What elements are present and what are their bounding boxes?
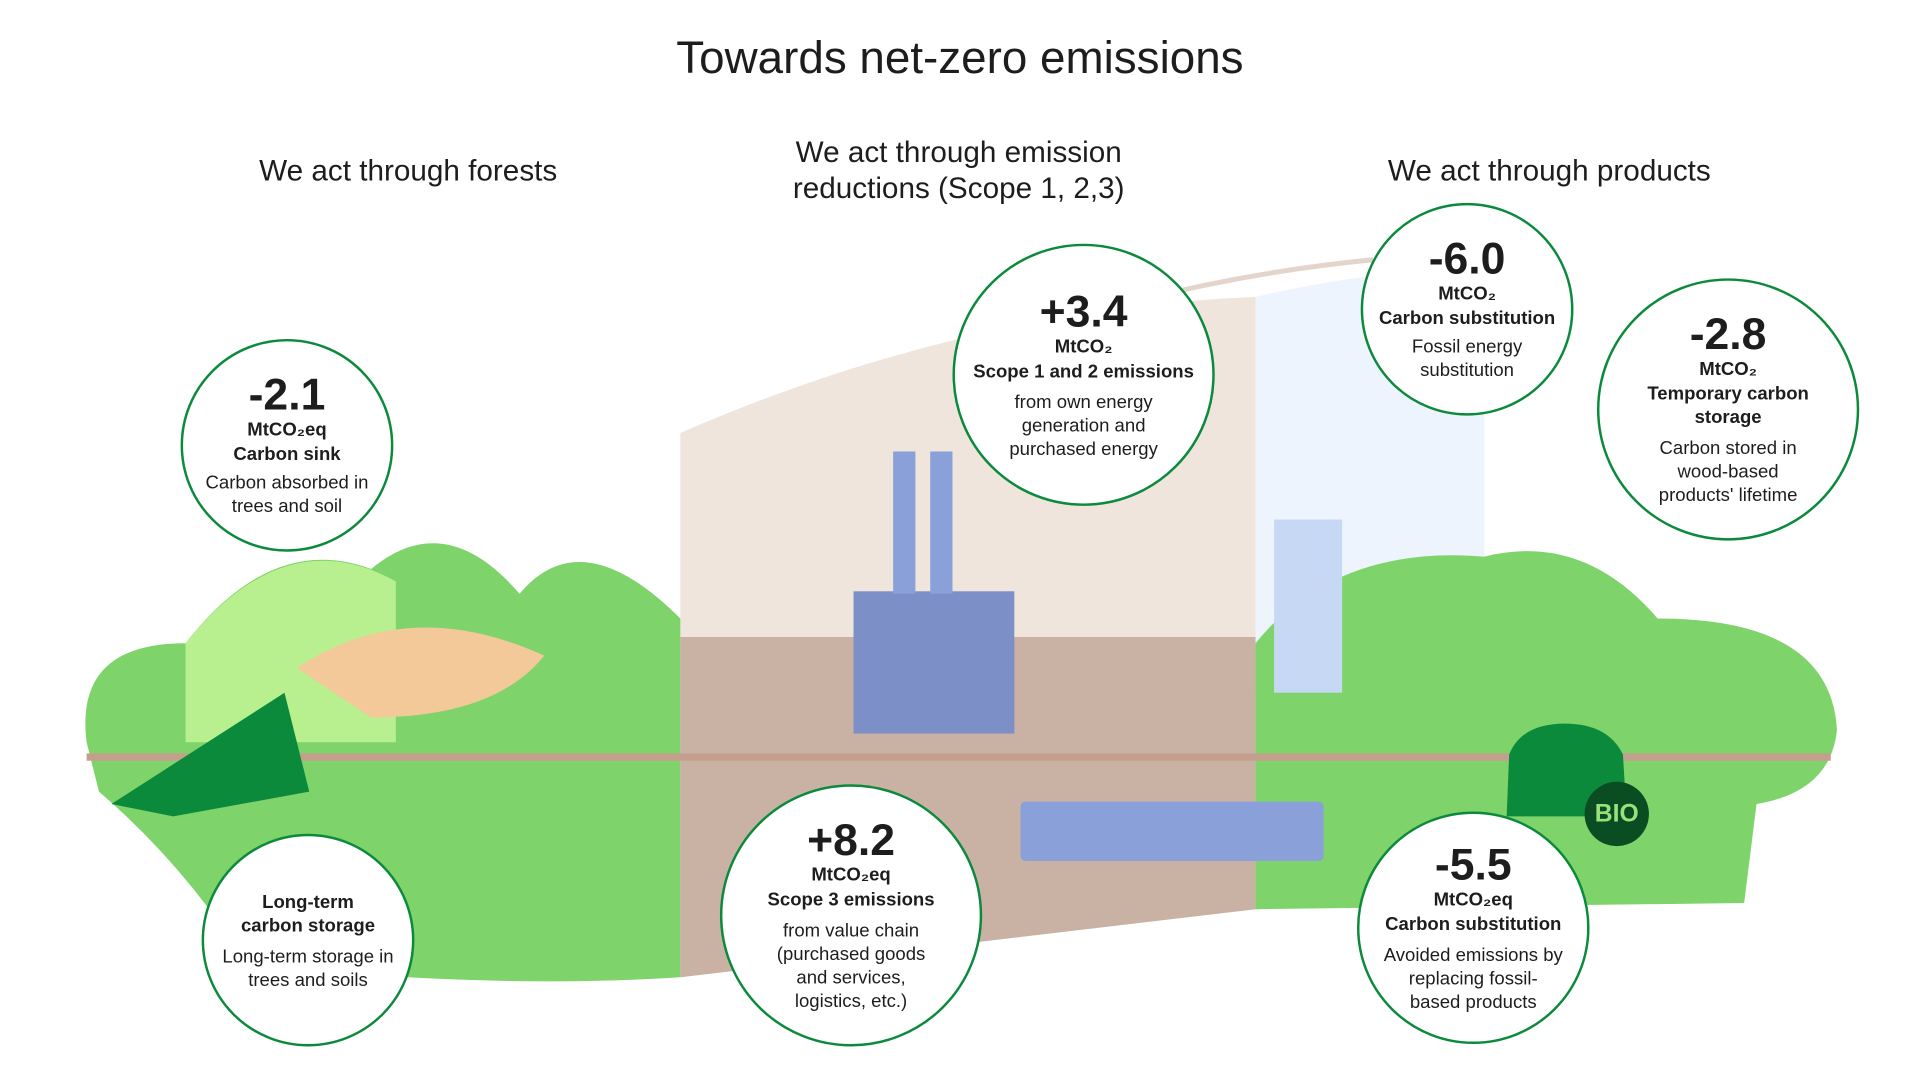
label: Scope 1 and 2 emissions xyxy=(973,360,1194,382)
label: Scope 3 emissions xyxy=(767,889,935,911)
value: -5.5 xyxy=(1434,838,1512,889)
circle-scope-3: +8.2 MtCO₂eq Scope 3 emissions from valu… xyxy=(719,784,983,1047)
value: -2.1 xyxy=(248,368,326,420)
circle-long-term-storage: Long-term carbon storage Long-term stora… xyxy=(201,833,415,1047)
unit: MtCO₂ xyxy=(1438,283,1496,305)
unit: MtCO₂eq xyxy=(811,864,891,886)
description: Long-term storage in trees and soils xyxy=(222,946,394,991)
description: from own energy generation and purchased… xyxy=(1009,391,1158,460)
circle-avoided-emissions: -5.5 MtCO₂eq Carbon substitution Avoided… xyxy=(1356,811,1590,1045)
column-heading-products: We act through products xyxy=(1387,154,1711,189)
truck xyxy=(1020,801,1324,861)
description: Fossil energy substitution xyxy=(1411,336,1523,381)
unit: MtCO₂eq xyxy=(247,419,327,441)
bio-badge: BIO xyxy=(1584,781,1649,847)
circle-fossil-substitution: -6.0 MtCO₂ Carbon substitution Fossil en… xyxy=(1360,202,1574,416)
value: +8.2 xyxy=(807,813,896,865)
label: Carbon substitution xyxy=(1385,913,1562,935)
column-heading-forests: We act through forests xyxy=(259,154,558,189)
unit: MtCO₂ xyxy=(1054,335,1113,357)
column-heading-reductions: We act through emission reductions (Scop… xyxy=(792,136,1125,206)
value: -2.8 xyxy=(1689,308,1767,359)
label: Carbon sink xyxy=(233,444,341,466)
description: from value chain (purchased goods and se… xyxy=(776,920,926,1012)
circle-scope-1-2: +3.4 MtCO₂ Scope 1 and 2 emissions from … xyxy=(952,243,1215,506)
city-building xyxy=(1274,519,1343,693)
unit: MtCO₂ xyxy=(1699,358,1757,380)
sleeve xyxy=(111,692,310,817)
circle-carbon-sink: -2.1 MtCO₂eq Carbon sink Carbon absorbed… xyxy=(180,338,394,552)
chimney-left xyxy=(893,451,916,594)
circle-temporary-storage: -2.8 MtCO₂ Temporary carbon storage Carb… xyxy=(1596,278,1860,541)
label: Temporary carbon storage xyxy=(1647,383,1809,429)
description: Carbon absorbed in trees and soil xyxy=(205,472,369,518)
label: Long-term carbon storage xyxy=(240,891,376,937)
label: Carbon substitution xyxy=(1378,308,1556,330)
description: Avoided emissions by replacing fossil-ba… xyxy=(1383,944,1563,1013)
unit: MtCO₂eq xyxy=(1433,888,1513,910)
hand-with-sprout xyxy=(296,627,545,718)
value: -6.0 xyxy=(1428,232,1506,284)
value: +3.4 xyxy=(1039,285,1128,336)
page-title: Towards net-zero emissions xyxy=(676,32,1244,83)
description: Carbon stored in wood-based products' li… xyxy=(1658,437,1798,506)
chimney-right xyxy=(930,451,953,594)
factory-building xyxy=(853,591,1015,734)
